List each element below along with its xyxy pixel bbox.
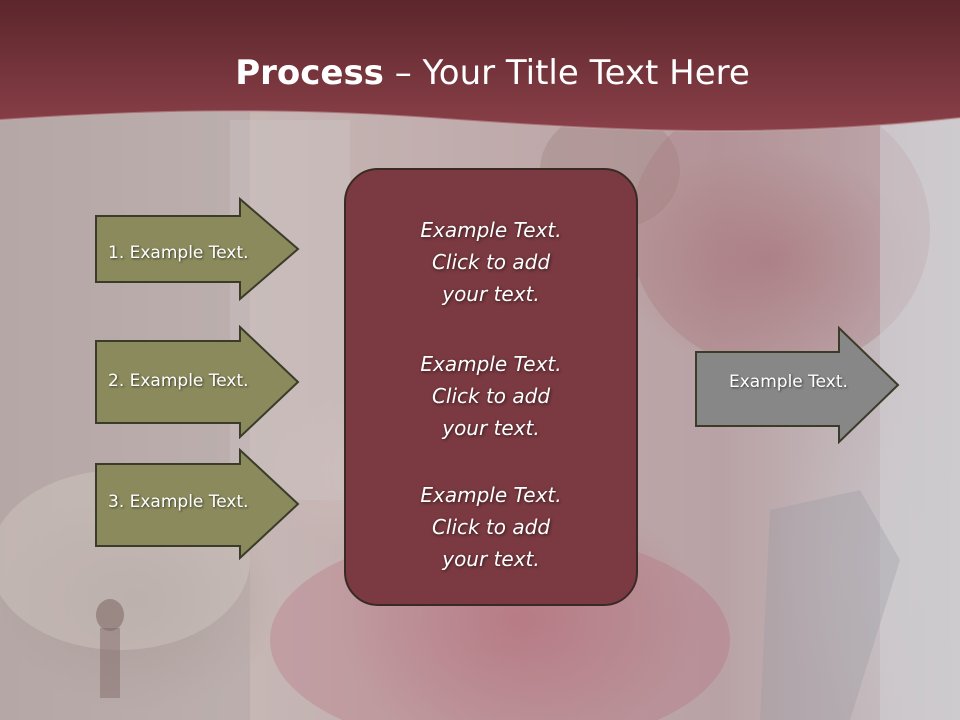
center-text-line: Click to add	[431, 515, 551, 539]
process-arrow-3[interactable]	[94, 448, 300, 562]
process-arrow-2-label: 2. Example Text.	[108, 371, 249, 391]
title-banner	[0, 0, 960, 133]
center-text-line: Example Text.	[420, 483, 562, 507]
process-arrow-2[interactable]	[94, 325, 300, 439]
center-text-line: Example Text.	[420, 352, 562, 376]
center-text-block-1: Example Text. Click to add your text.	[346, 214, 636, 310]
result-arrow[interactable]	[694, 326, 900, 444]
center-text-line: your text.	[442, 547, 540, 571]
center-text-line: Click to add	[431, 384, 551, 408]
result-arrow-label: Example Text.	[729, 372, 848, 392]
title-rest-text: – Your Title Text Here	[383, 53, 750, 93]
center-text-block-2: Example Text. Click to add your text.	[346, 348, 636, 444]
process-arrow-1[interactable]	[94, 197, 300, 301]
process-arrow-1-label: 1. Example Text.	[108, 243, 249, 263]
center-text-line: Click to add	[431, 250, 551, 274]
center-text-box[interactable]: Example Text. Click to add your text. Ex…	[344, 168, 638, 606]
center-text-line: Example Text.	[420, 218, 562, 242]
center-text-line: your text.	[442, 416, 540, 440]
center-text-line: your text.	[442, 282, 540, 306]
page-title[interactable]: Process – Your Title Text Here	[0, 50, 960, 96]
title-bold-text: Process	[235, 53, 384, 93]
center-text-block-3: Example Text. Click to add your text.	[346, 479, 636, 575]
process-arrow-3-label: 3. Example Text.	[108, 492, 249, 512]
